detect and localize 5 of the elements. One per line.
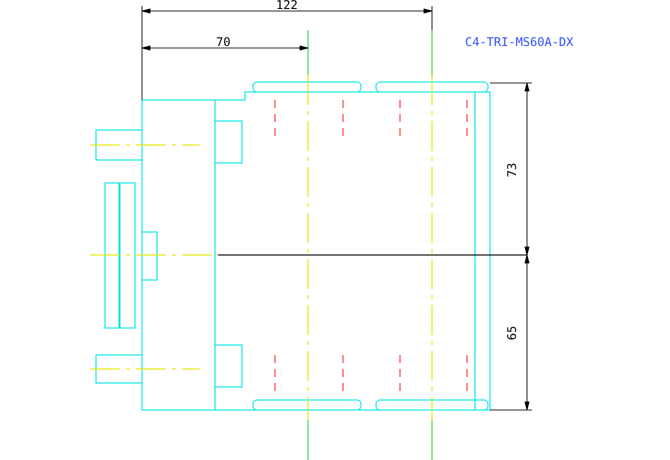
dimension-label: 65 [505,326,520,340]
dimension-label: 70 [216,35,230,49]
dimension-label: 122 [276,0,298,12]
dimension-label: 73 [505,162,520,178]
drawing-title: C4-TRI-MS60A-DX [465,35,574,49]
